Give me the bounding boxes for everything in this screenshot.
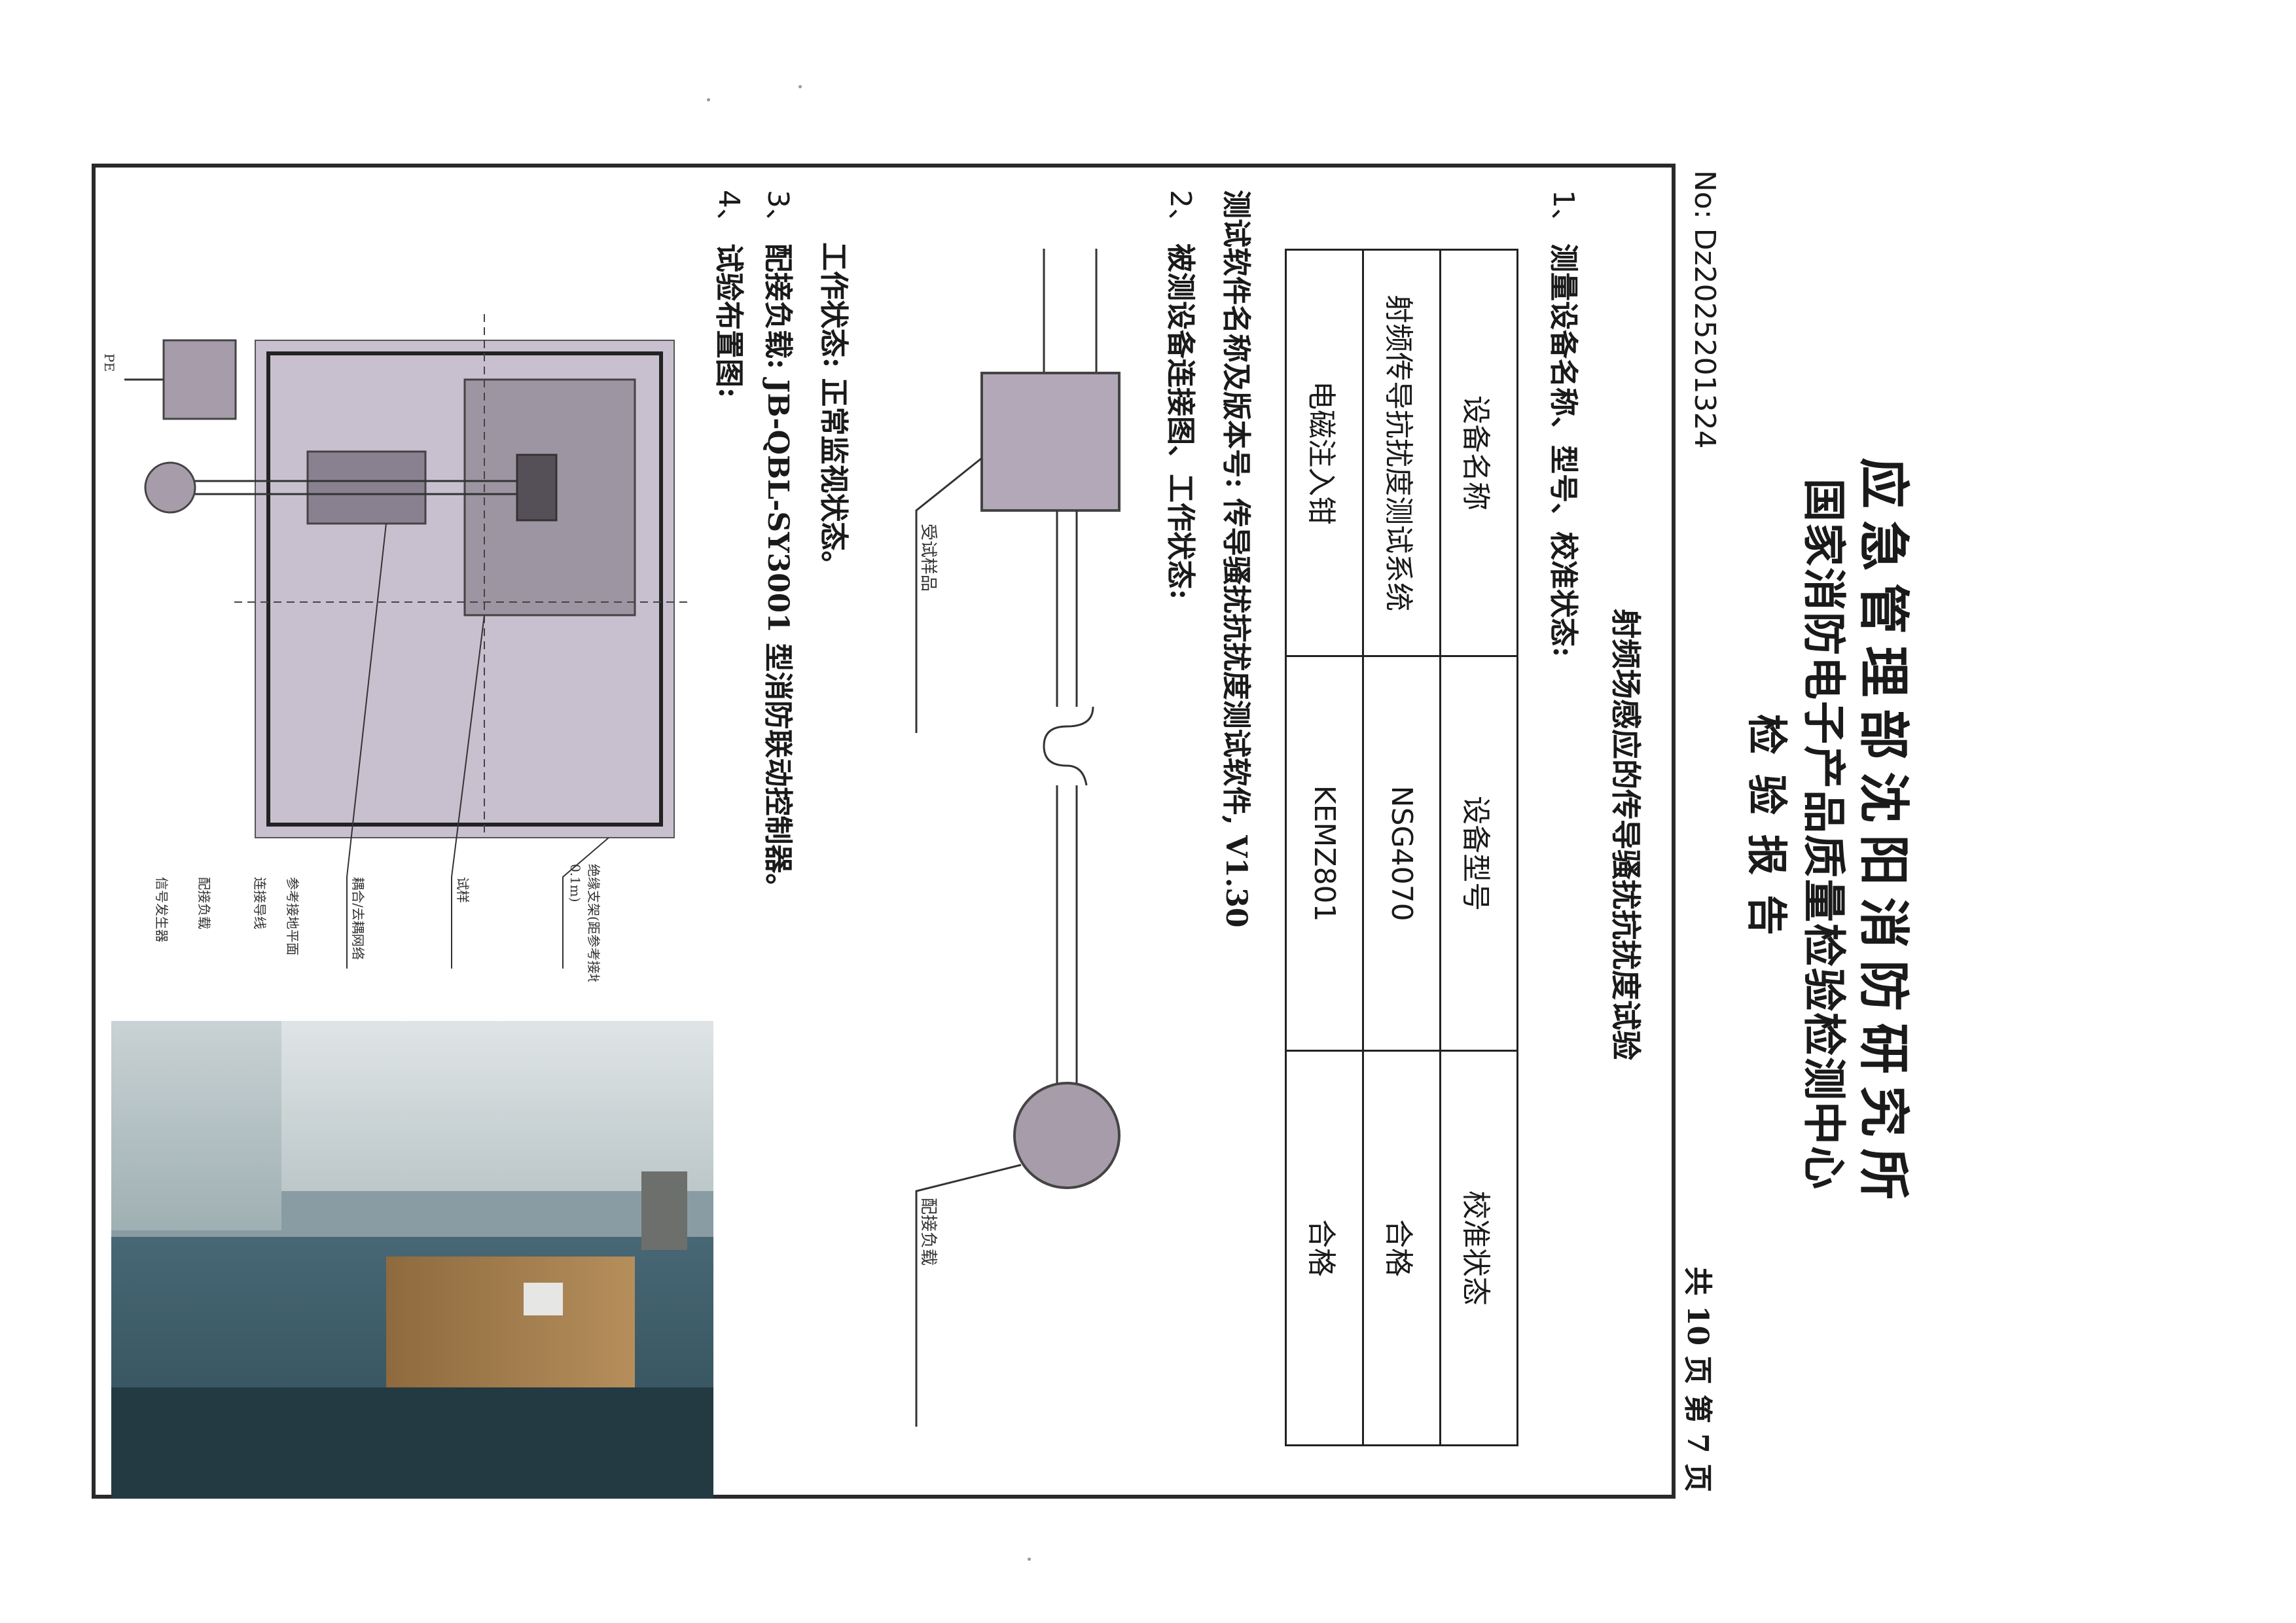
photo-device	[524, 1283, 563, 1315]
header-cell: 设备名称	[1440, 249, 1518, 656]
report-title: 检验报告	[1743, 713, 1791, 955]
table-cell: 合格	[1363, 1050, 1441, 1446]
scan-speck	[707, 98, 710, 101]
report-page: 应急管理部沈阳消防研究所 国家消防电子产品质量检验检测中心 检验报告 No: D…	[52, 164, 1970, 1505]
photo-cabinet	[111, 1021, 281, 1230]
connection-diagram: 受试样品 配接负载	[915, 249, 1121, 1427]
signal-generator-box	[162, 339, 237, 420]
cdn-box	[306, 450, 427, 525]
table-cell: 合格	[1285, 1050, 1363, 1446]
section1-heading: 1、测量设备名称、型号、校准状态:	[1547, 190, 1580, 658]
organization-title: 应急管理部沈阳消防研究所	[1854, 457, 1913, 1211]
test-title: 射频场感应的传导骚扰抗扰度试验	[1608, 609, 1643, 1060]
load-circle	[1013, 1082, 1121, 1189]
layout-label: 试样	[455, 877, 471, 903]
equipment-table: 设备名称 设备型号 校准状态 射频传导抗扰度测试系统 NSG4070 合格 电磁…	[1285, 249, 1518, 1446]
photo-equipment	[641, 1171, 687, 1250]
layout-label: 参考接地平面	[285, 877, 300, 955]
wire-break	[1043, 706, 1094, 747]
layout-label: 0.1m)	[567, 864, 583, 902]
section2-heading: 2、被测设备连接图、工作状态:	[1164, 190, 1197, 600]
layout-label: 耦合/去耦网络	[350, 877, 366, 960]
eut-box	[980, 372, 1121, 512]
load-circle	[144, 461, 196, 514]
table-cell: 射频传导抗扰度测试系统	[1363, 249, 1441, 656]
report-number: No: Dz2025201324	[1688, 170, 1721, 449]
leader-line	[451, 615, 485, 969]
test-setup-photo	[111, 1021, 713, 1499]
table-row: 射频传导抗扰度测试系统 NSG4070 合格	[1363, 249, 1441, 1446]
load-label: 配接负载	[918, 1198, 938, 1266]
layout-label: 连接导线	[252, 877, 268, 929]
table-row: 电磁注入钳 KEMZ801 合格	[1285, 249, 1363, 1446]
section4-heading: 4、试验布置图:	[712, 190, 745, 399]
software-line: 测试软件名称及版本号: 传导骚扰抗扰度测试软件, V1.30	[1219, 190, 1253, 928]
leader-line	[915, 1164, 1022, 1427]
photo-shield-wall	[111, 1387, 713, 1499]
page-count: 共 10 页 第 7 页	[1681, 1266, 1714, 1492]
leader-line	[562, 837, 609, 969]
table-cell: 电磁注入钳	[1285, 249, 1363, 656]
layout-label: PE	[101, 353, 117, 372]
eut-label: 受试样品	[918, 524, 938, 592]
table-header-row: 设备名称 设备型号 校准状态	[1440, 249, 1518, 1446]
header-cell: 设备型号	[1440, 656, 1518, 1051]
leader-line	[915, 457, 982, 733]
working-state: 工作状态: 正常监视状态。	[817, 242, 850, 580]
section3-line: 3、配接负载: JB-QBL-SY3001 型消防联动控制器。	[761, 190, 795, 902]
layout-label: 绝缘支架(距参考接地平面	[586, 864, 601, 982]
layout-label: 配接负载	[196, 877, 212, 929]
scan-speck	[1028, 1558, 1031, 1561]
table-cell: NSG4070	[1363, 656, 1441, 1051]
layout-label: 信号发生器	[154, 877, 170, 942]
leader-line	[346, 523, 387, 969]
center-title: 国家消防电子产品质量检验检测中心	[1799, 478, 1850, 1190]
header-cell: 校准状态	[1440, 1050, 1518, 1446]
table-cell: KEMZ801	[1285, 656, 1363, 1051]
wire-break	[1043, 745, 1088, 786]
test-layout-diagram: 绝缘支架(距参考接地平面 0.1m) 试样 耦合/去耦网络 参考接地平面 连接导…	[101, 314, 687, 982]
eut-inner	[516, 454, 558, 522]
scan-speck	[798, 85, 802, 88]
insulating-support	[266, 351, 663, 827]
